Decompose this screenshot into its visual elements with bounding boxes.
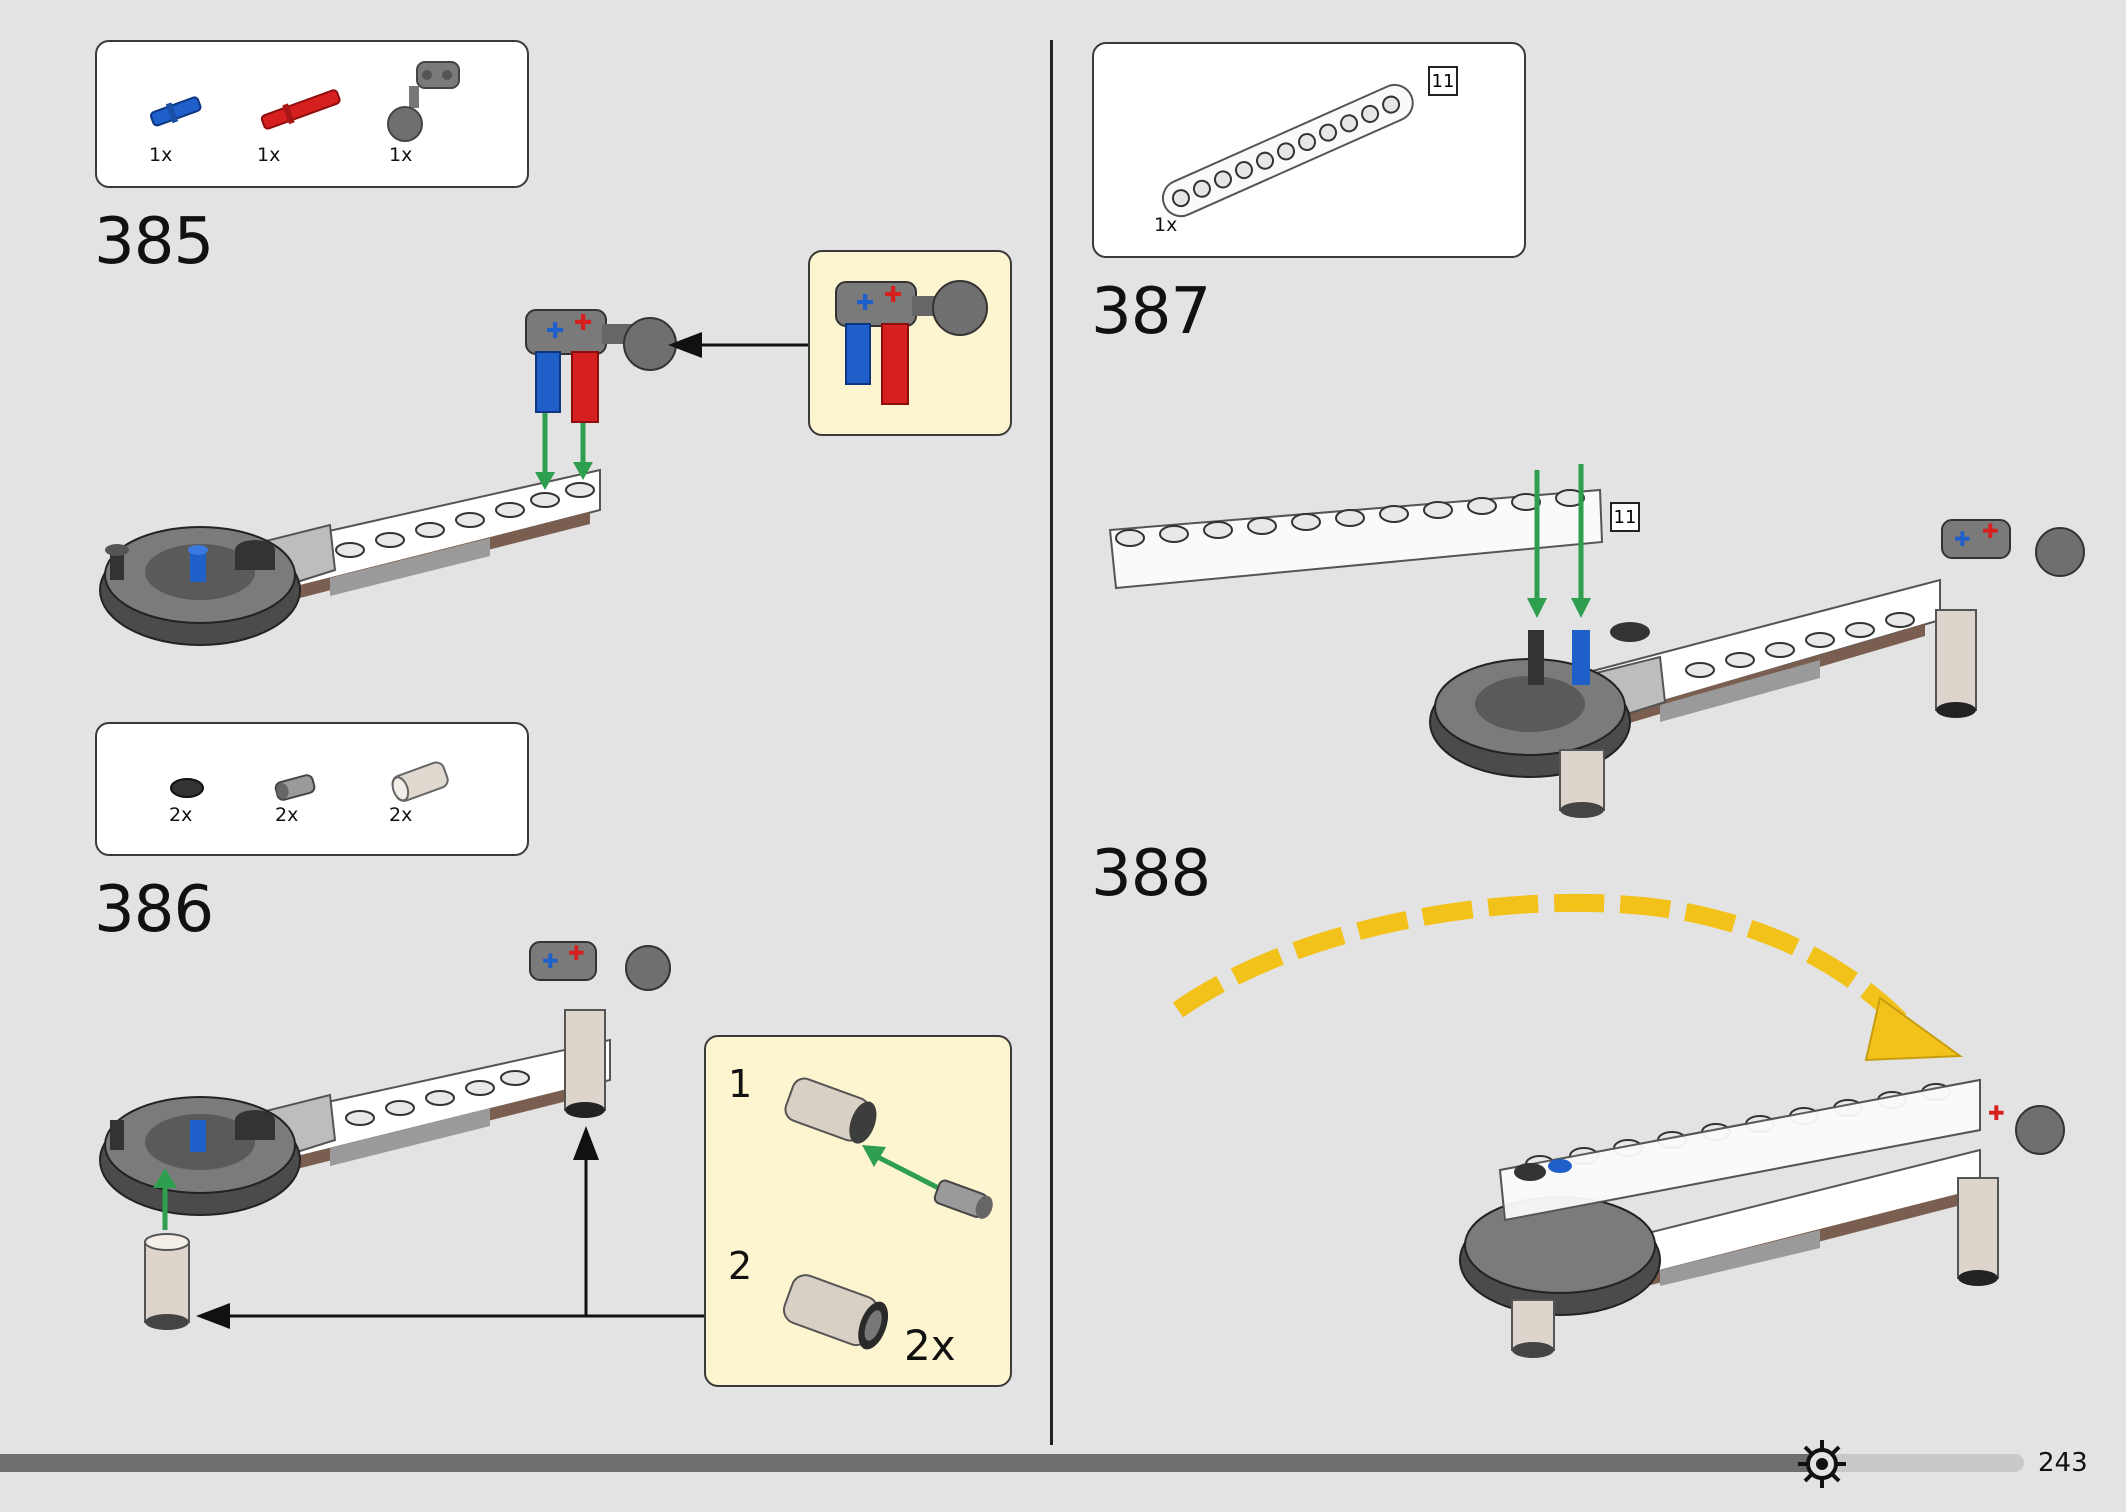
parts-list-385: 1x 1x 1x (95, 40, 529, 188)
beam-length-tag: 11 (1428, 66, 1458, 96)
multiplier: 2x (904, 1321, 956, 1370)
arrow-connector-386 (196, 1126, 705, 1329)
white-beam-11-icon (1161, 83, 1414, 218)
parts-list-386: 2x 2x 2x (95, 722, 529, 856)
svg-text:✚: ✚ (542, 949, 559, 973)
step-number-385: 385 (94, 205, 214, 279)
final-assembly-388: ✚ (1459, 1078, 2065, 1358)
part-qty: 2x (389, 804, 413, 826)
arm-assembly-385 (99, 410, 601, 646)
parts-list-387: 11 1x (1092, 42, 1526, 258)
page-number: 243 (2038, 1448, 2088, 1478)
step-number-387: 387 (1091, 275, 1211, 349)
part-qty: 1x (149, 144, 173, 166)
svg-text:✚: ✚ (1988, 1101, 2005, 1125)
svg-text:✚: ✚ (568, 941, 585, 965)
step-number-388: 388 (1091, 837, 1211, 911)
gray-pin-connector-icon (274, 774, 316, 801)
beam-length-tag: 11 (1610, 502, 1640, 532)
ball-joint-with-pins-icon: ✚ ✚ (835, 280, 988, 405)
black-round-tile-icon (170, 778, 204, 798)
part-qty: 1x (1154, 214, 1178, 236)
ball-joint-connector-icon (387, 61, 460, 142)
substep-1: 1 (728, 1062, 753, 1106)
gear-sun-icon (1798, 1440, 1846, 1488)
part-qty: 2x (275, 804, 299, 826)
svg-text:✚: ✚ (1954, 527, 1971, 551)
ball-joint-with-pins: ✚ ✚ (525, 309, 677, 423)
beam-assembly-387: ✚ ✚ (1108, 464, 2085, 818)
part-qty: 1x (389, 144, 413, 166)
progress-fill (0, 1454, 1822, 1472)
svg-text:✚: ✚ (1982, 519, 1999, 543)
arrow-left (668, 332, 808, 358)
tan-tube-icon (391, 761, 449, 802)
callout-385: ✚ ✚ (808, 250, 1012, 436)
svg-text:✚: ✚ (574, 311, 592, 336)
tube-and-pin-icon (784, 1077, 993, 1219)
svg-text:✚: ✚ (884, 283, 902, 308)
progress-bar (0, 1454, 2024, 1472)
substep-2: 2 (728, 1244, 753, 1288)
callout-386: 1 2 2x (704, 1035, 1012, 1387)
red-axle-pin-icon (260, 89, 341, 130)
rotate-arrow (1172, 893, 1963, 1062)
part-qty: 1x (257, 144, 281, 166)
svg-text:✚: ✚ (856, 291, 874, 316)
part-qty: 2x (169, 804, 193, 826)
assembled-tube-icon (782, 1274, 889, 1350)
page-divider (1050, 40, 1053, 1445)
arm-assembly-386: ✚ ✚ (99, 941, 671, 1330)
blue-axle-pin-icon (149, 96, 202, 127)
step-number-386: 386 (94, 873, 214, 947)
svg-text:✚: ✚ (546, 319, 564, 344)
